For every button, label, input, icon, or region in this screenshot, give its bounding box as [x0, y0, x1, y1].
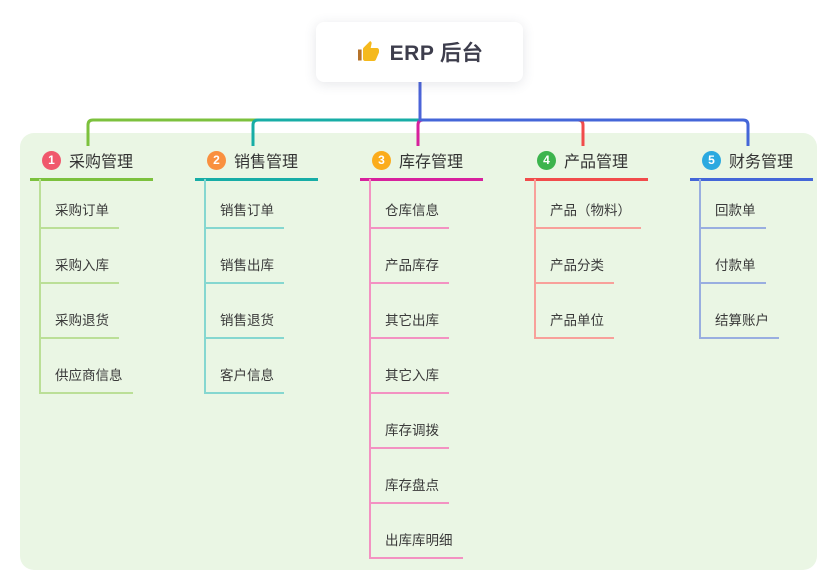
child-node[interactable]: 采购入库: [40, 256, 119, 284]
child-node[interactable]: 销售退货: [205, 311, 284, 339]
child-node[interactable]: 供应商信息: [40, 366, 133, 394]
child-node[interactable]: 回款单: [700, 201, 766, 229]
child-node[interactable]: 库存调拨: [370, 421, 449, 449]
branch-title: 财务管理: [729, 154, 794, 171]
branch-label[interactable]: 2 销售管理: [195, 146, 318, 181]
child-node[interactable]: 销售出库: [205, 256, 284, 284]
branch-title: 采购管理: [69, 154, 134, 171]
root-title: ERP 后台: [389, 42, 484, 65]
branch-trunk-line: [204, 179, 206, 394]
branch-label[interactable]: 1 采购管理: [30, 146, 153, 181]
child-node[interactable]: 采购订单: [40, 201, 119, 229]
thumb-hand: [362, 41, 379, 61]
child-node[interactable]: 其它入库: [370, 366, 449, 394]
child-node[interactable]: 结算账户: [700, 311, 779, 339]
child-node[interactable]: 销售订单: [205, 201, 284, 229]
mindmap-panel: [20, 133, 817, 570]
child-node[interactable]: 仓库信息: [370, 201, 449, 229]
child-node[interactable]: 产品单位: [535, 311, 614, 339]
branch-number-badge: 4: [537, 150, 556, 170]
branch-number-badge: 2: [207, 150, 226, 170]
branch-title: 产品管理: [564, 154, 629, 171]
branch-number-badge: 1: [42, 150, 61, 170]
child-node[interactable]: 产品（物料）: [535, 201, 641, 229]
branch-number-badge: 3: [372, 150, 391, 170]
child-node[interactable]: 出库库明细: [370, 531, 463, 559]
branch-number-badge: 5: [702, 150, 721, 170]
child-node[interactable]: 客户信息: [205, 366, 284, 394]
child-node[interactable]: 付款单: [700, 256, 766, 284]
child-node[interactable]: 产品分类: [535, 256, 614, 284]
branch-trunk-line: [369, 179, 371, 559]
branch-trunk-line: [534, 179, 536, 339]
branch-label[interactable]: 3 库存管理: [360, 146, 483, 181]
child-node[interactable]: 产品库存: [370, 256, 449, 284]
branch-title: 销售管理: [234, 154, 299, 171]
branch-trunk-line: [699, 179, 701, 339]
branch-trunk-line: [39, 179, 41, 394]
branch-title: 库存管理: [399, 154, 464, 171]
child-node[interactable]: 采购退货: [40, 311, 119, 339]
root-node[interactable]: ERP 后台: [316, 22, 523, 82]
thumb-cuff: [357, 49, 362, 61]
child-node[interactable]: 其它出库: [370, 311, 449, 339]
branch-label[interactable]: 4 产品管理: [525, 146, 648, 181]
branch-label[interactable]: 5 财务管理: [690, 146, 813, 181]
thumbs-up-icon: [356, 40, 380, 64]
child-node[interactable]: 库存盘点: [370, 476, 449, 504]
